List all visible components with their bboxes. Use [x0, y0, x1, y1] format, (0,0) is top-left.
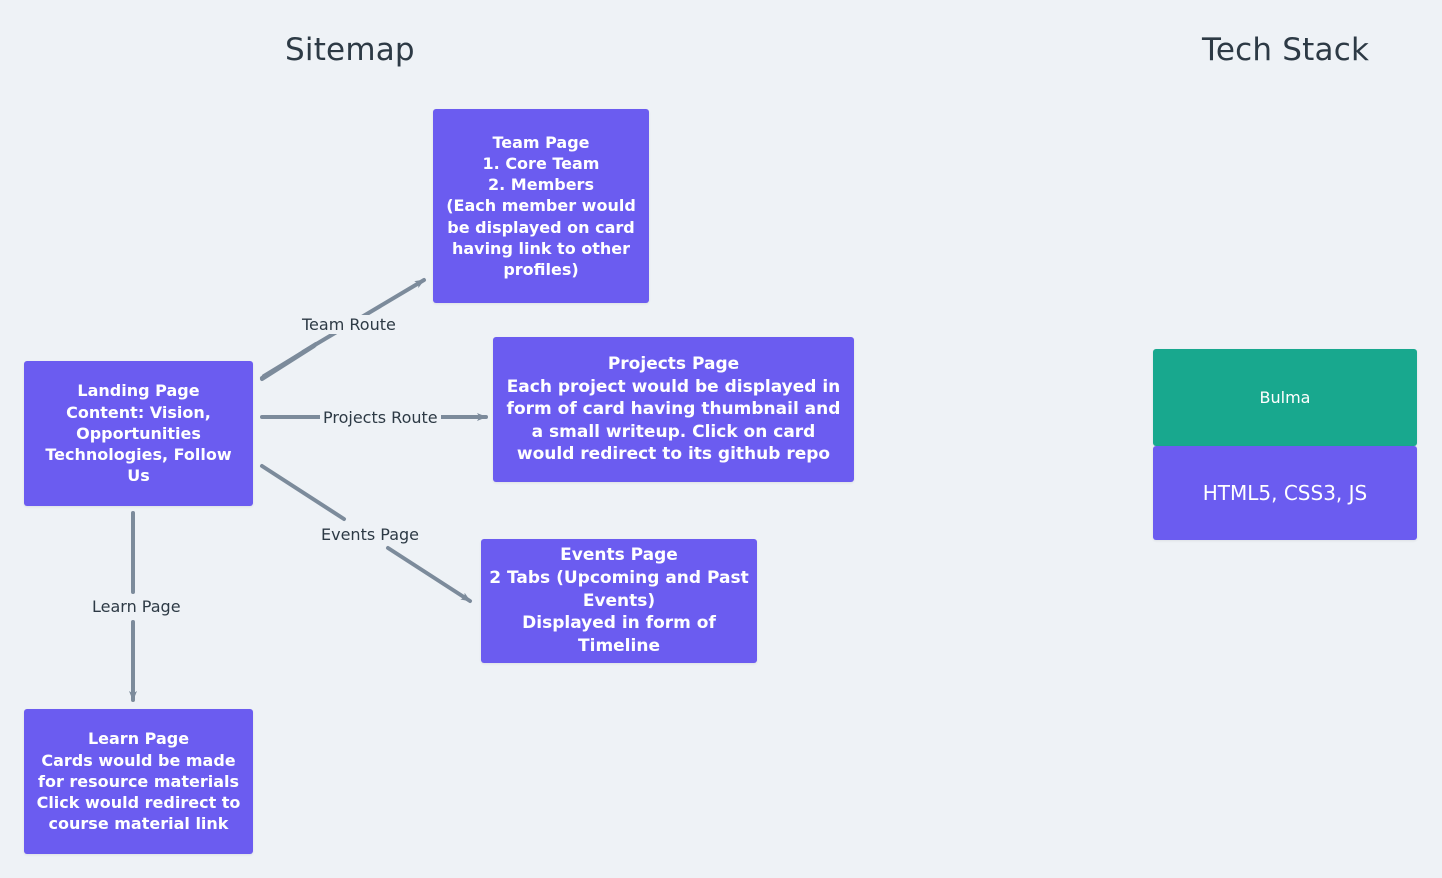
edge-label-learn-page: Learn Page — [89, 597, 184, 616]
node-tech-html-css-js-label: HTML5, CSS3, JS — [1202, 480, 1368, 505]
node-team-page-label: Team Page 1. Core Team 2. Members (Each … — [446, 132, 636, 280]
node-tech-bulma-label: Bulma — [1259, 387, 1311, 407]
edge-events-page — [260, 464, 472, 603]
node-tech-bulma[interactable]: Bulma — [1153, 349, 1417, 446]
node-team-page[interactable]: Team Page 1. Core Team 2. Members (Each … — [433, 109, 649, 303]
edge-label-events-page: Events Page — [318, 525, 422, 544]
node-landing-page[interactable]: Landing Page Content: Vision, Opportunit… — [24, 361, 253, 506]
node-events-page-label: Events Page 2 Tabs (Upcoming and Past Ev… — [489, 545, 749, 656]
node-projects-page-label: Projects Page Each project would be disp… — [506, 353, 841, 465]
node-learn-page[interactable]: Learn Page Cards would be made for resou… — [24, 709, 253, 854]
techstack-section-title: Tech Stack — [1202, 32, 1370, 68]
node-landing-page-label: Landing Page Content: Vision, Opportunit… — [45, 381, 232, 486]
sitemap-section-title: Sitemap — [285, 32, 415, 68]
edge-label-projects-route: Projects Route — [320, 408, 441, 427]
node-events-page[interactable]: Events Page 2 Tabs (Upcoming and Past Ev… — [481, 539, 757, 663]
node-projects-page[interactable]: Projects Page Each project would be disp… — [493, 337, 854, 482]
node-learn-page-label: Learn Page Cards would be made for resou… — [36, 729, 241, 834]
node-tech-html-css-js[interactable]: HTML5, CSS3, JS — [1153, 446, 1417, 540]
edge-label-team-route: Team Route — [299, 315, 399, 334]
